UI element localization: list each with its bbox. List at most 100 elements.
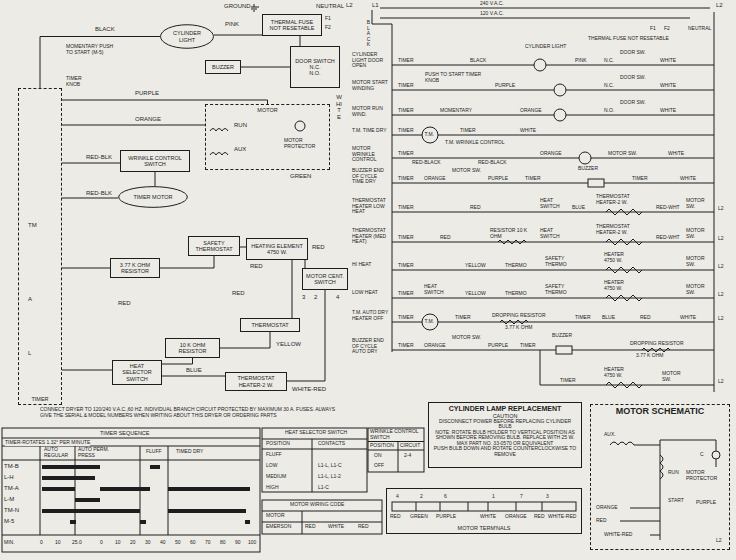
component-label: 3.77 K OHM RESISTOR: [114, 262, 156, 274]
wire-label: BLACK: [366, 20, 371, 48]
ladder-wire: [392, 115, 714, 116]
wire-label: THERMOSTAT HEATER-2 W.: [596, 224, 652, 235]
wire-label: TIMER: [398, 235, 414, 241]
wire-label: TIMER: [398, 83, 414, 89]
terminal-strip: [392, 502, 576, 511]
timer-motor: TIMER MOTOR: [118, 186, 188, 208]
wire-label: PINK: [575, 58, 587, 64]
wire-label: THERMAL FUSE NOT RESETABLE: [588, 36, 669, 42]
wire-label: T.M. TIME DRY: [352, 128, 390, 134]
motor-winding-symbol: [554, 84, 566, 96]
timer-bar: [75, 498, 100, 502]
heater-box: THERMOSTAT HEATER-2 W.: [225, 372, 287, 391]
wire-label: L2: [716, 2, 723, 9]
component-label: SAFETY THERMOSTAT: [192, 240, 236, 252]
wire-label: 25.0: [72, 540, 82, 546]
wire-label: TIMER: [398, 176, 414, 182]
wire-label: TM-B: [4, 463, 19, 470]
ladder-wire: [392, 65, 714, 66]
wire-label: 3.77 K OHM: [636, 353, 664, 359]
wire-label: THERMOSTAT HEATER LOW HEAT: [352, 198, 390, 215]
wire-label: L2: [716, 538, 722, 544]
timer-bar: [70, 520, 76, 524]
component-label: N.C.: [310, 64, 321, 70]
wire: [155, 172, 156, 186]
wire-label: LOW: [266, 463, 277, 469]
resistor-box: 10 K OHM RESISTOR: [165, 338, 220, 358]
wire-label: FLUFF: [146, 449, 162, 455]
wire-label: 1: [492, 494, 495, 500]
heater-symbol: [606, 382, 642, 388]
wire-label: 80: [220, 540, 226, 546]
wire-label: MOTOR RUN WIND.: [352, 106, 390, 117]
wire-label: TIMER: [520, 343, 536, 349]
wire-label: BLACK: [470, 58, 486, 64]
component-label: N.O.: [309, 70, 320, 76]
note-panel: CYLINDER LAMP REPLACEMENTCAUTIONDISCONNE…: [428, 402, 582, 468]
wire-label: EMERSON: [266, 524, 291, 530]
wire-label: N.C.: [604, 58, 614, 64]
wire-label: 10: [55, 540, 61, 546]
wire-label: CIRCUIT: [400, 443, 420, 449]
wire-label: 7: [520, 494, 523, 500]
component-label: MOTOR: [257, 107, 277, 113]
ladder-wire: [392, 158, 714, 159]
wire-label: FLUFF: [266, 452, 282, 458]
wire-label: N.C.: [604, 83, 614, 89]
component-label: HEAT SELECTOR SWITCH: [116, 363, 158, 381]
wire: [300, 36, 301, 46]
component-label: TIMER: [31, 396, 48, 402]
wire-label: TIMER: [398, 343, 414, 349]
wire-label: BLUE: [602, 315, 615, 321]
component-label: CYLINDER LAMP REPLACEMENT: [449, 405, 562, 413]
wire-label: THERMOSTAT HEATER (MED HEAT): [352, 228, 390, 245]
wire-label: MOTOR SW.: [452, 335, 481, 341]
wire-label: DOOR SW.: [620, 100, 646, 106]
thermostat-box: THERMOSTAT: [240, 318, 300, 332]
ladder-wire: [392, 212, 714, 213]
wire-label: 60: [190, 540, 196, 546]
wire-label: 50: [175, 540, 181, 546]
table-rules: [368, 442, 424, 473]
wire-label: 2-4: [404, 453, 411, 459]
heater-symbol: [606, 295, 642, 301]
wire-label: PURPLE: [488, 176, 508, 182]
component-label: BUZZER: [212, 64, 234, 70]
wire-label: RED-BLK: [86, 154, 112, 161]
heater-symbol: [606, 267, 642, 273]
wire-label: MOTOR SW.: [686, 198, 712, 209]
wire-label: SAFETY THERMO: [545, 256, 571, 267]
ladder-wire: [392, 90, 714, 91]
wire-label: MOTOR PROTECTOR: [686, 470, 726, 481]
wire-label: TIMER SEQUENCE: [100, 430, 150, 436]
component-label: DISCONNECT POWER BEFORE REPLACING CYLIND…: [432, 419, 578, 430]
table-frame: [368, 428, 424, 472]
wire-label: HEATER 4750 W.: [604, 367, 636, 378]
wire-label: SAFETY THERMO: [545, 284, 571, 295]
wire-label: RED-BLACK: [478, 160, 507, 166]
switch-box: HEAT SELECTOR SWITCH: [112, 360, 162, 385]
wire-label: L: [28, 350, 31, 357]
run-coil: [660, 455, 663, 479]
wire: [62, 198, 118, 199]
wire-label: DOOR SW.: [620, 75, 646, 81]
wire-label: HEAT SWITCH: [540, 228, 566, 239]
ladder-wire: [392, 270, 714, 271]
wire-label: 70: [205, 540, 211, 546]
door-switch: DOOR SWITCHN.C.N.O.: [290, 46, 340, 88]
wire-label: WRINKLE CONTROL SWITCH: [370, 429, 422, 440]
buzzer-symbol: [588, 179, 604, 187]
switch-box: MOTOR CENT. SWITCH: [302, 268, 348, 290]
wire-label: 20: [130, 540, 136, 546]
wire-label: BUZZER END OF CYCLE TIME DRY: [352, 168, 390, 185]
wire-label: TIMER: [560, 378, 576, 384]
lamp-symbol: [534, 59, 546, 71]
wire-label: RED-BLACK: [412, 160, 441, 166]
wire-label: MIN.: [4, 540, 15, 546]
motor-winding-symbol: [554, 109, 566, 121]
wire-label: POSITION: [266, 441, 290, 447]
wire-label: HIGH: [266, 485, 279, 491]
wire-label: WHITE: [680, 315, 696, 321]
wire-label: ORANGE: [424, 343, 446, 349]
